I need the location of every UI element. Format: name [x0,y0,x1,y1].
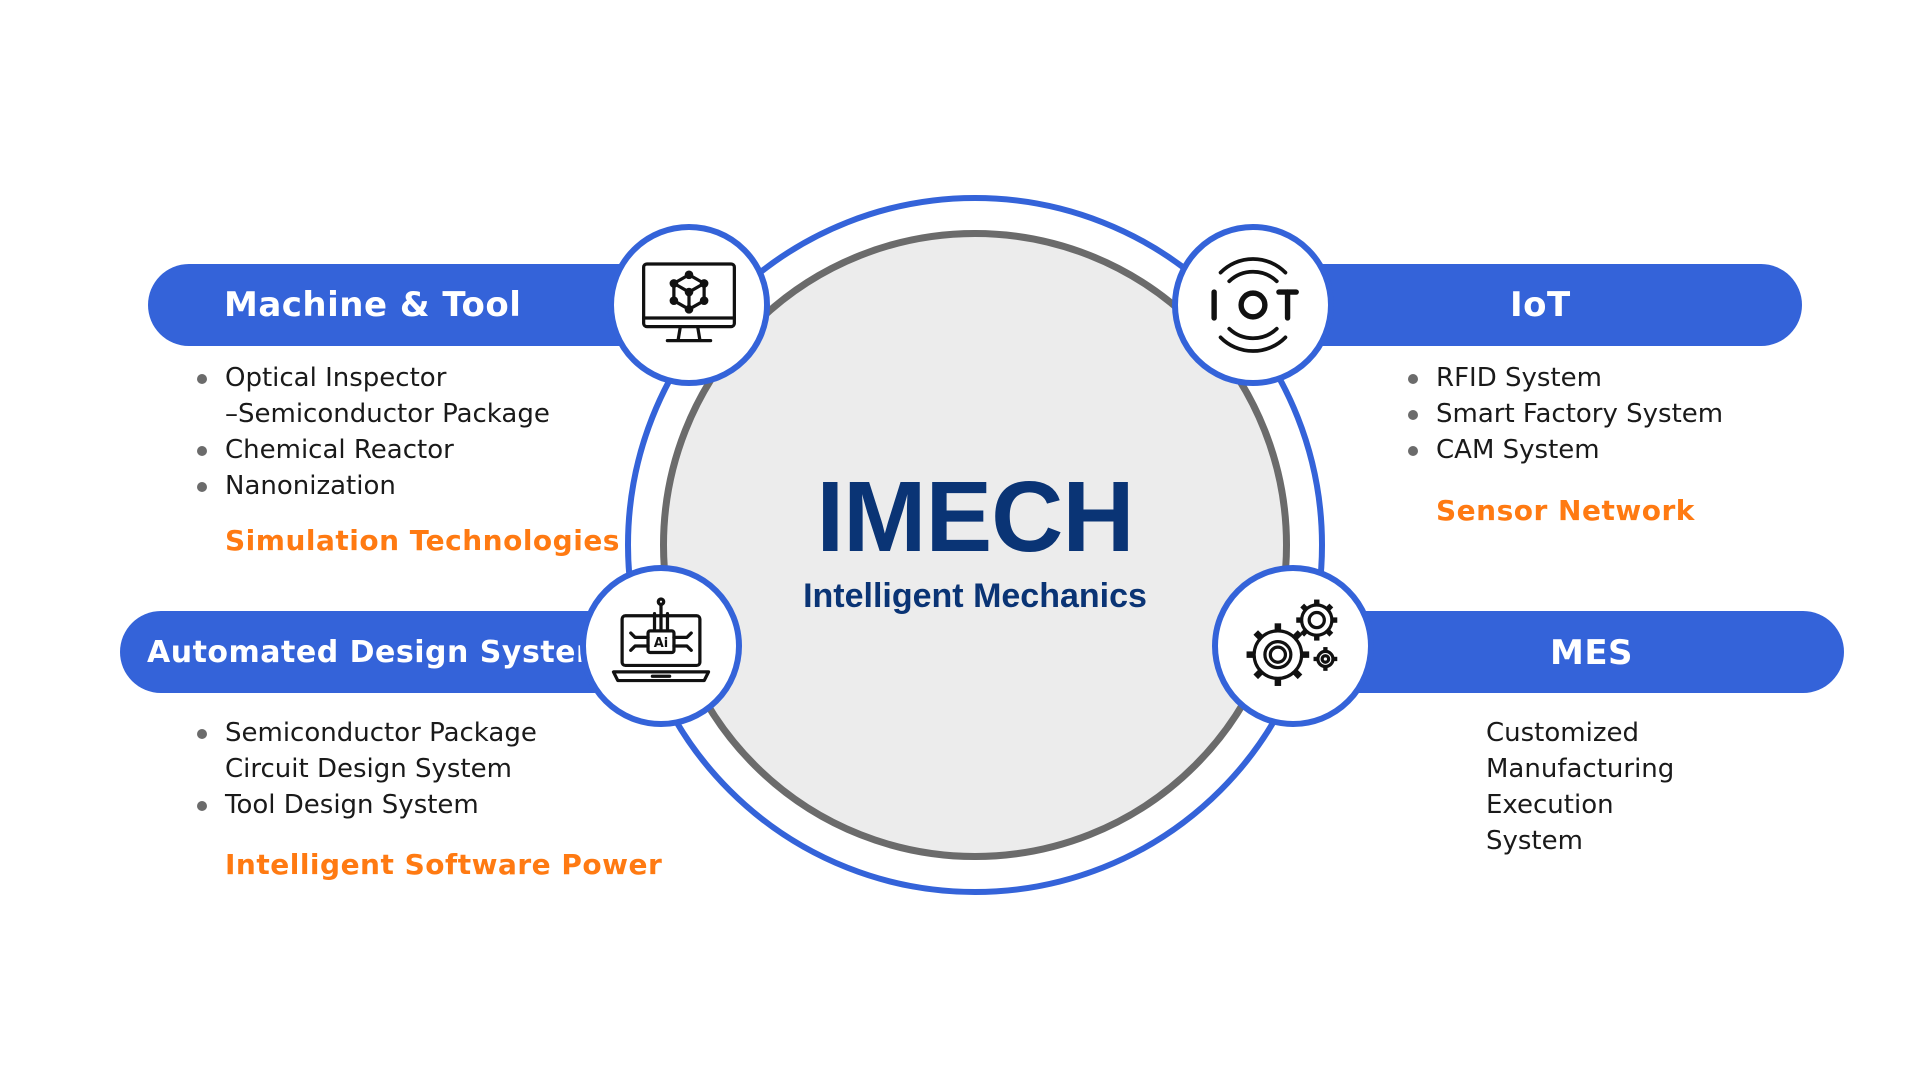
list-item: –Semiconductor Package [225,399,550,429]
iot-signal-icon [1211,257,1299,353]
automated-design-label: Automated Design System [147,635,608,670]
list-item: System [1486,826,1583,856]
list-item: Execution [1486,790,1614,820]
list-item: Circuit Design System [225,754,512,784]
machine-tool-bar [148,264,698,346]
mes-description: Customized Manufacturing Execution Syste… [1486,715,1674,859]
list-item: Semiconductor Package [197,715,537,751]
list-item: Chemical Reactor [197,432,550,468]
machine-tool-icon-circle [608,224,770,386]
list-item: Optical Inspector [197,360,550,396]
list-item: Manufacturing [1486,754,1675,784]
machine-tool-list: Optical Inspector –Semiconductor Package… [197,360,550,504]
list-item: Smart Factory System [1408,396,1723,432]
iot-icon-circle [1172,224,1334,386]
mes-bar [1290,611,1844,693]
mes-label: MES [1550,633,1634,673]
list-item: Customized [1486,718,1639,748]
iot-bar [1250,264,1802,346]
machine-tool-label: Machine & Tool [224,285,522,325]
machine-tool-tech: Simulation Technologies [225,524,620,557]
automated-design-list: Semiconductor Package Circuit Design Sys… [197,715,537,823]
list-item: Tool Design System [197,787,537,823]
list-item: CAM System [1408,432,1723,468]
monitor-cube-icon [642,262,736,343]
list-item: Nanonization [197,468,550,504]
svg-text:Ai: Ai [654,636,668,651]
center-title: IMECH [816,461,1134,573]
ai-laptop-icon: Ai [611,597,711,683]
iot-label: IoT [1510,285,1571,325]
automated-design-icon-circle: Ai [580,565,742,727]
iot-tech: Sensor Network [1436,494,1695,527]
mes-icon-circle [1212,565,1374,727]
list-item: RFID System [1408,360,1723,396]
iot-list: RFID System Smart Factory System CAM Sys… [1408,360,1723,468]
automated-design-tech: Intelligent Software Power [225,848,663,881]
gears-icon [1246,599,1338,686]
center-subtitle: Intelligent Mechanics [803,577,1147,615]
